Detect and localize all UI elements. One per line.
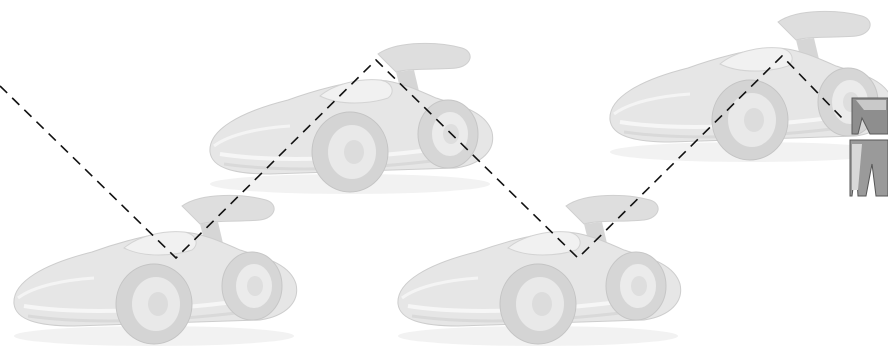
- partial-logo-icon: [850, 98, 888, 196]
- race-car-icon: [398, 195, 681, 346]
- race-car-icon: [210, 43, 493, 194]
- race-car-icon: [14, 195, 297, 346]
- race-car-icon: [610, 11, 888, 162]
